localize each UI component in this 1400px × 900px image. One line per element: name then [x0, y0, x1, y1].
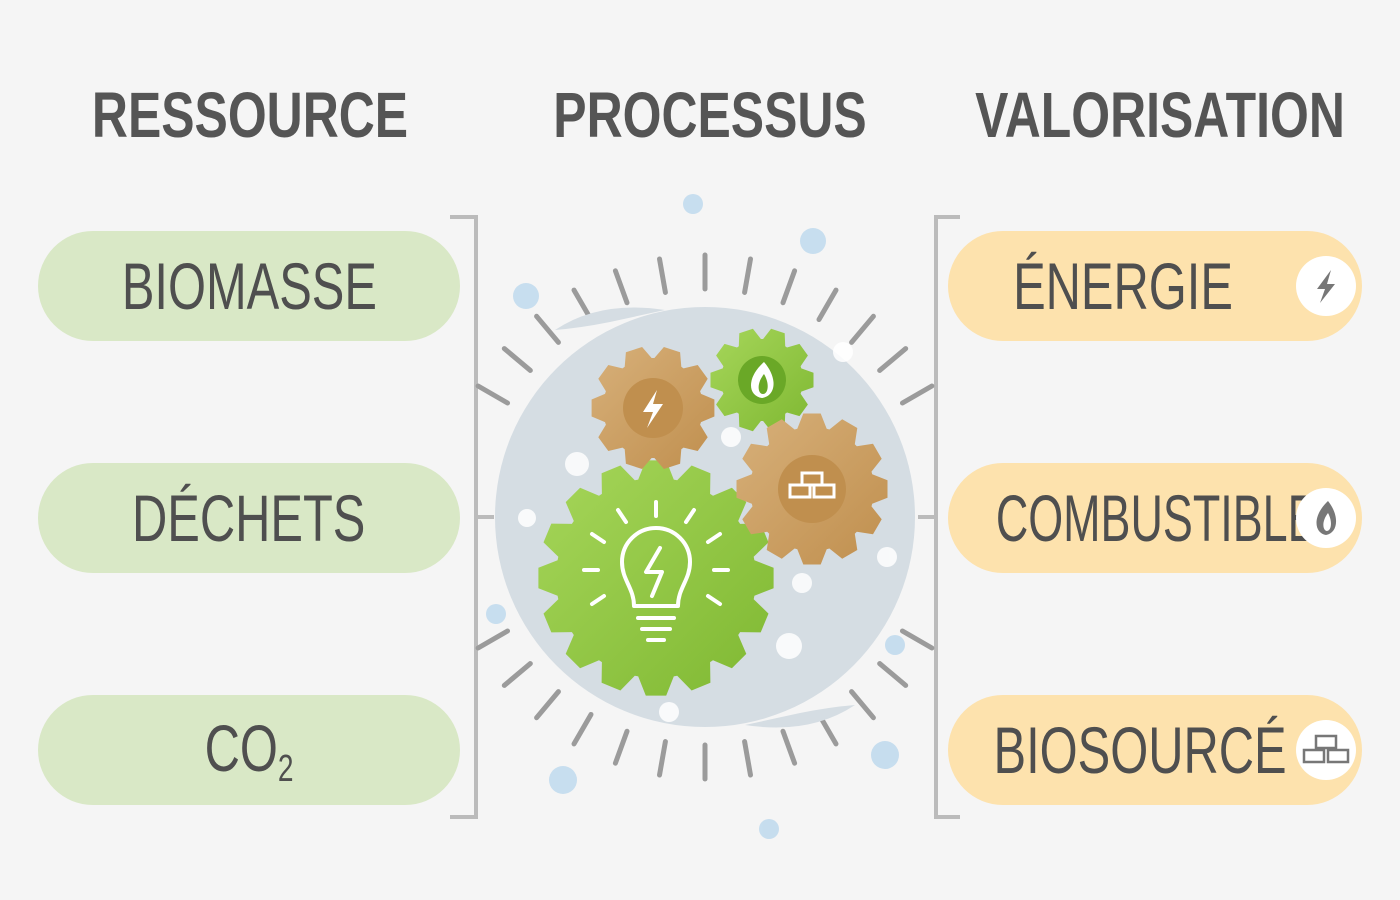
lightning-icon [623, 378, 683, 438]
resource-label: DÉCHETS [132, 481, 366, 555]
heading-valorisation: VALORISATION [975, 79, 1345, 151]
ray [780, 728, 798, 766]
ray [657, 256, 668, 295]
ray [534, 313, 561, 345]
ray [501, 346, 533, 373]
resource-label: BIOMASSE [121, 249, 377, 323]
bricks-icon [1296, 720, 1356, 780]
flame-icon [1296, 488, 1356, 548]
ray [612, 728, 630, 766]
left-bracket [450, 215, 494, 819]
heading-ressource: RESSOURCE [91, 79, 409, 151]
ray [877, 661, 909, 688]
gear-lightbulb [538, 460, 774, 696]
gear-shape [538, 460, 774, 696]
ray [475, 628, 511, 651]
ray [849, 313, 876, 345]
ray [899, 383, 935, 406]
bricks-icon [778, 455, 846, 523]
output-label: COMBUSTIBLES [995, 481, 1348, 555]
output-biosource: BIOSOURCÉ [948, 695, 1362, 805]
right-bracket [918, 215, 960, 819]
ray [475, 383, 511, 406]
ray [780, 268, 798, 306]
flame-icon [738, 356, 786, 404]
ray [899, 628, 935, 651]
heading-processus: PROCESSUS [553, 79, 867, 151]
lightning-icon [1296, 256, 1356, 316]
ray [612, 268, 630, 306]
ray [534, 689, 561, 721]
ray [877, 346, 909, 373]
resource-biomasse: BIOMASSE [38, 231, 460, 341]
output-label: BIOSOURCÉ [993, 713, 1287, 787]
ray [657, 739, 668, 778]
ray [571, 711, 594, 747]
resource-co2: CO2 [38, 695, 460, 805]
output-combustibles: COMBUSTIBLES [948, 463, 1362, 573]
resource-label: CO2 [205, 710, 294, 791]
ray [816, 287, 839, 323]
ray [742, 739, 753, 778]
ray [501, 661, 533, 688]
resource-dechets: DÉCHETS [38, 463, 460, 573]
co2-main: CO [204, 710, 278, 785]
output-label: ÉNERGIE [1013, 249, 1233, 323]
output-energie: ÉNERGIE [948, 231, 1362, 341]
ray [849, 689, 876, 721]
lightbulb-icon [582, 500, 730, 642]
co2-subscript: 2 [277, 747, 294, 790]
sunburst-rays [475, 252, 935, 782]
background-bubbles [486, 194, 905, 839]
ray [742, 256, 753, 295]
